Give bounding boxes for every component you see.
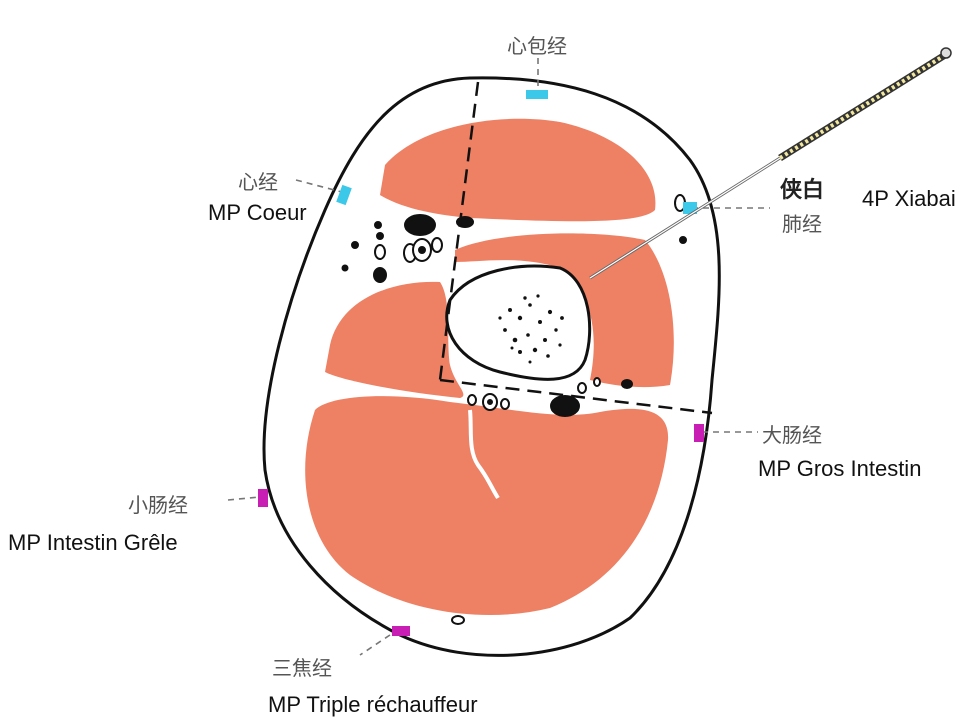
lung-label-cn: 肺经 (782, 208, 822, 237)
small-intestine-label-fr: MP Intestin Grêle (8, 530, 178, 556)
large-intestine-label-cn: 大肠经 (762, 419, 822, 448)
pericardium-label-cn: 心包经 (507, 30, 567, 59)
heart-label-cn: 心经 (238, 166, 278, 195)
small-intestine-label-cn: 小肠经 (128, 489, 188, 518)
triple-heater-marker (392, 626, 410, 636)
small-intestine-marker (258, 489, 268, 507)
large-intestine-marker (694, 424, 704, 442)
point-label-fr: 4P Xiabai (862, 186, 956, 212)
heart-label-fr: MP Coeur (208, 200, 307, 226)
point-label-cn: 侠白 (780, 172, 824, 204)
triple-heater-label-cn: 三焦经 (272, 652, 332, 681)
pericardium-marker (526, 90, 548, 99)
triple-heater-label-fr: MP Triple réchauffeur (268, 692, 478, 718)
large-intestine-label-fr: MP Gros Intestin (758, 456, 921, 482)
